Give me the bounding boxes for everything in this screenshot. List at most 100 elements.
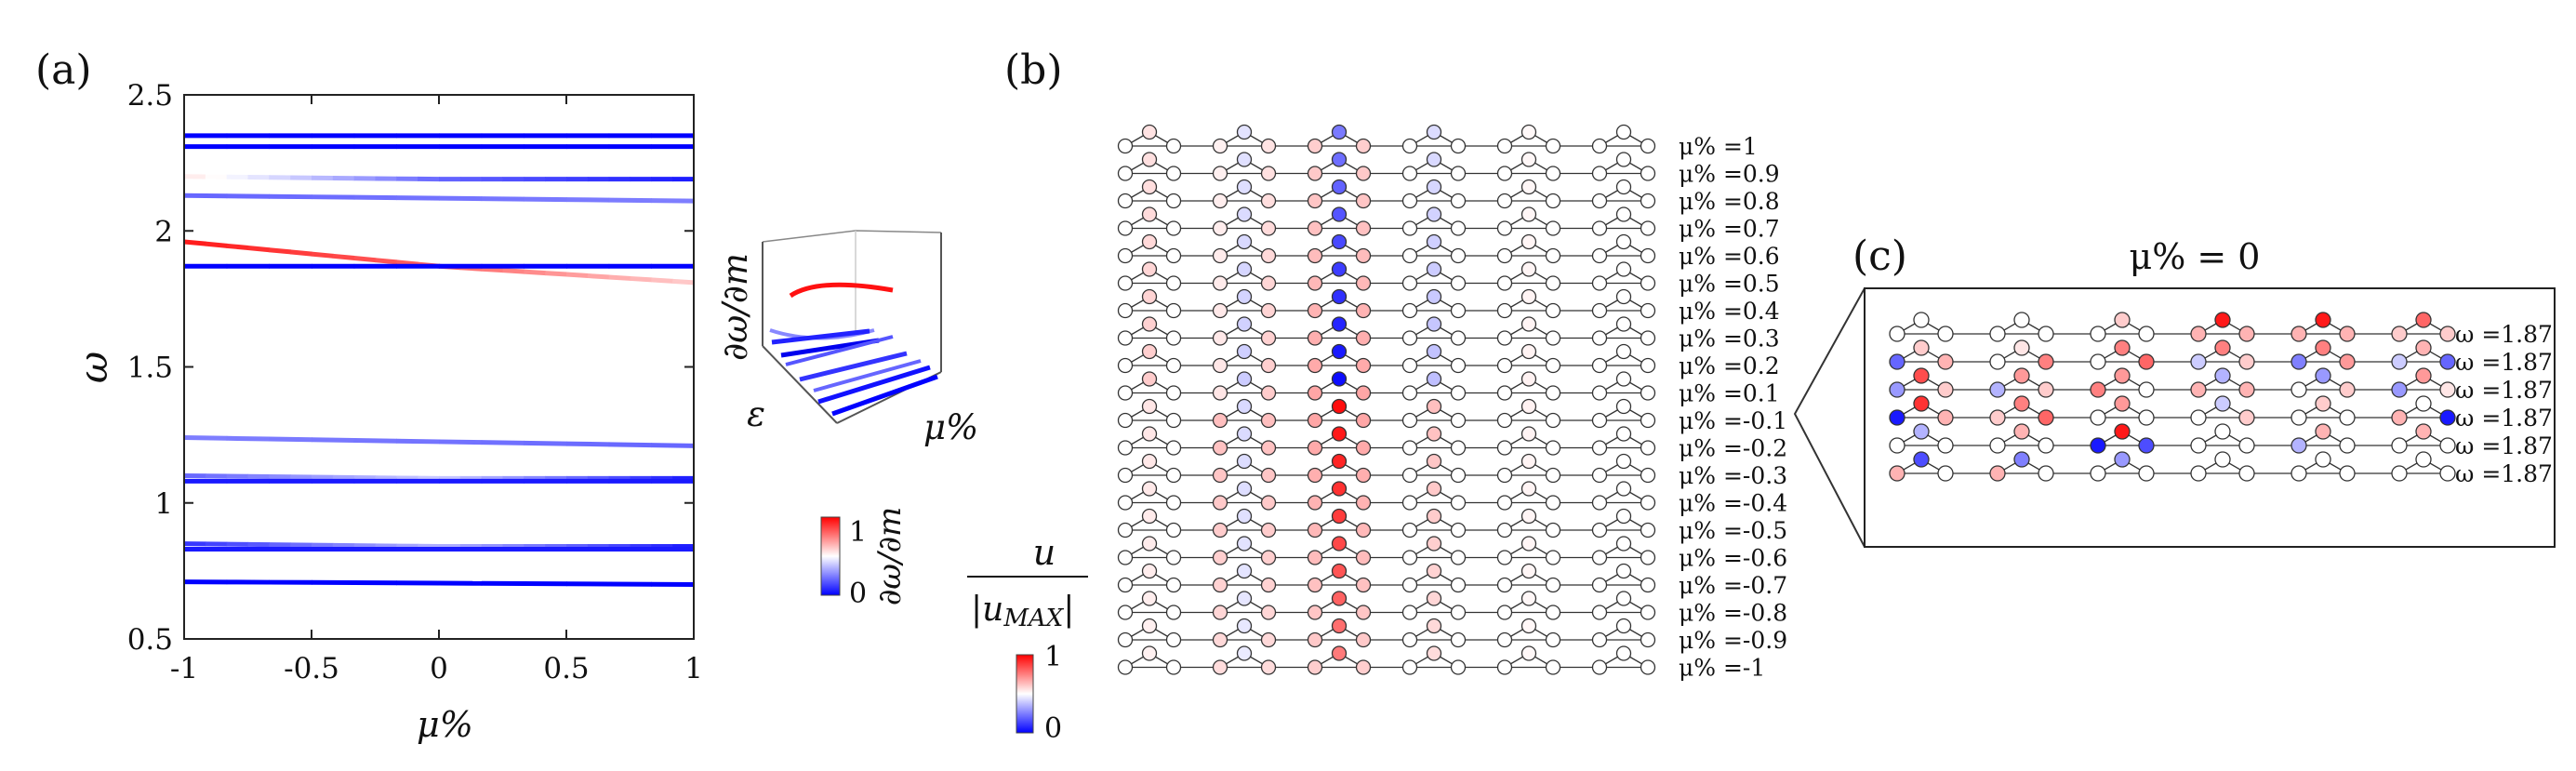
series-4-segment: [205, 241, 228, 248]
node: [1496, 631, 1513, 648]
node: [2013, 312, 2030, 328]
node: [1450, 220, 1467, 236]
node: [2038, 409, 2054, 426]
node: [1615, 179, 1632, 195]
node: [1307, 659, 1323, 675]
node: [1591, 247, 1608, 264]
node: [1989, 465, 2006, 482]
x-tick-label: 0: [430, 652, 448, 685]
node: [1426, 563, 1442, 579]
node: [1260, 659, 1277, 675]
series-4-segment: [651, 277, 673, 284]
node: [1615, 618, 1632, 634]
node: [1426, 316, 1442, 332]
node: [1236, 618, 1253, 634]
node: [1307, 220, 1323, 236]
node: [1989, 353, 2006, 370]
node: [1307, 385, 1323, 401]
inset-line: [799, 351, 908, 382]
node: [1450, 275, 1467, 291]
node: [1615, 645, 1632, 661]
node: [1450, 550, 1467, 565]
node: [1640, 577, 1656, 593]
node: [1640, 138, 1656, 154]
chain-row: μ% =-0.8: [1117, 591, 1787, 627]
node: [1937, 465, 1954, 482]
node: [1591, 412, 1608, 429]
node: [1401, 495, 1418, 511]
node: [1212, 166, 1228, 181]
node: [1307, 302, 1323, 319]
chain-row: μ% =-0.2: [1117, 426, 1787, 462]
node: [2439, 465, 2456, 482]
node: [1165, 193, 1182, 209]
series-4-segment: [545, 271, 567, 277]
node: [1331, 591, 1348, 606]
x-tick-label: -0.5: [284, 652, 339, 685]
node: [1640, 330, 1656, 346]
node: [1260, 440, 1277, 456]
row-label: μ% =-1: [1679, 655, 1765, 682]
chain-row: μ% =0.4: [1117, 288, 1780, 325]
node: [2114, 395, 2131, 412]
node: [1520, 261, 1537, 277]
node: [1496, 550, 1513, 565]
node: [1236, 645, 1253, 661]
node: [1236, 343, 1253, 360]
node: [1520, 508, 1537, 525]
node: [1640, 631, 1656, 648]
node: [1520, 124, 1537, 140]
series-6-segment: [226, 435, 270, 442]
node: [2090, 437, 2106, 454]
node: [1355, 522, 1372, 538]
node: [1117, 330, 1134, 346]
node: [1307, 275, 1323, 291]
node: [1355, 357, 1372, 374]
node: [1450, 247, 1467, 264]
node: [2415, 312, 2432, 328]
series-6-segment: [183, 435, 228, 441]
panel-a-colorbar-label: ∂ω/∂m: [871, 507, 909, 606]
node: [1212, 275, 1228, 291]
node: [1640, 220, 1656, 236]
node: [1401, 522, 1418, 538]
chain-row: μ% =0.3: [1117, 316, 1780, 352]
chain-row: μ% =-0.7: [1117, 563, 1787, 599]
node: [1141, 481, 1158, 497]
node: [1236, 591, 1253, 606]
node: [1212, 138, 1228, 154]
node: [1615, 343, 1632, 360]
node: [1117, 440, 1134, 456]
node: [1450, 138, 1467, 154]
node: [1913, 395, 1930, 412]
series-4-segment: [289, 249, 312, 257]
node: [1496, 577, 1513, 593]
node: [2114, 312, 2131, 328]
series-4-segment: [630, 275, 653, 283]
chain-row: μ% =-0.5: [1117, 508, 1787, 544]
node: [1545, 357, 1561, 374]
series-6-segment: [311, 437, 355, 443]
node: [2315, 312, 2331, 328]
node: [1165, 412, 1182, 429]
node: [1307, 357, 1323, 374]
node: [1355, 166, 1372, 181]
node: [1355, 659, 1372, 675]
chain-row: μ% =-0.3: [1117, 453, 1787, 489]
row-label: μ% =0.9: [1679, 161, 1780, 188]
node: [1889, 353, 1905, 370]
node: [1545, 495, 1561, 511]
node: [1615, 508, 1632, 525]
node: [1236, 316, 1253, 332]
node: [1545, 166, 1561, 181]
node: [1591, 302, 1608, 319]
row-label: μ% =0.3: [1679, 326, 1780, 352]
node: [1496, 659, 1513, 675]
node: [1212, 631, 1228, 648]
node: [2415, 339, 2432, 356]
node: [1615, 371, 1632, 387]
node: [1520, 563, 1537, 579]
node: [1889, 381, 1905, 398]
node: [1331, 645, 1348, 661]
node: [1141, 152, 1158, 167]
